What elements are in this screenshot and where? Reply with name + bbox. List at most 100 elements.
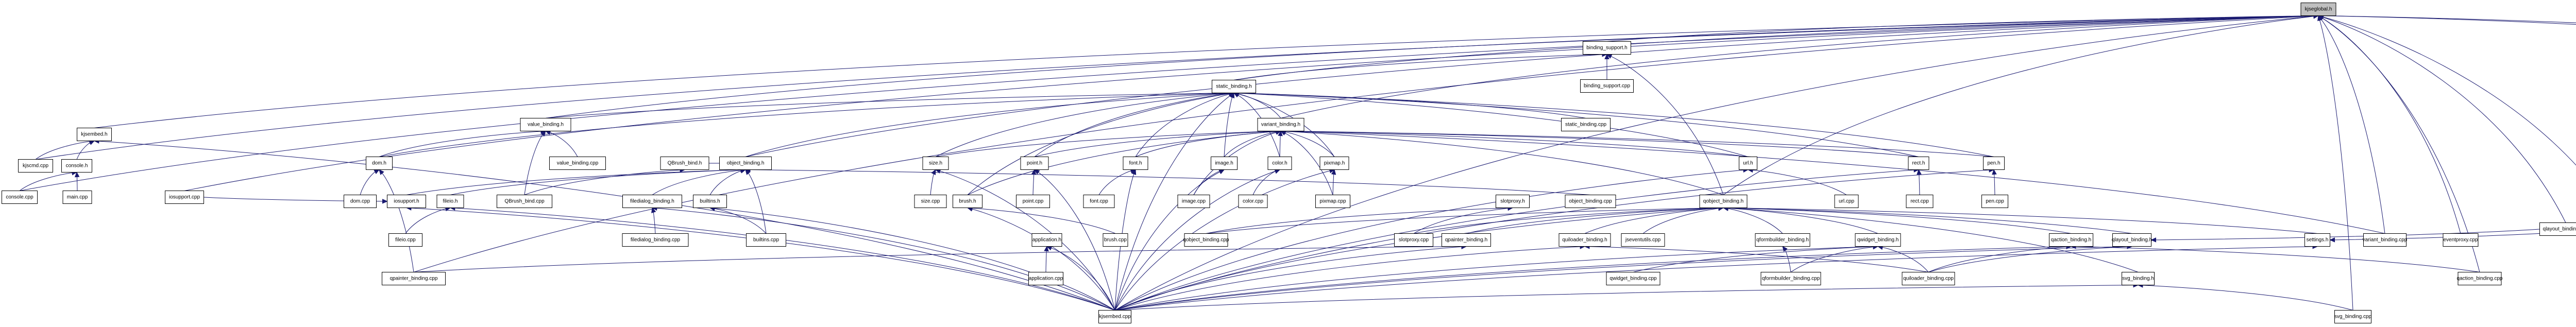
- node-qformbuilder-binding-h[interactable]: qformbuilder_binding.h: [1755, 233, 1810, 247]
- node-box: [1016, 195, 1050, 208]
- node-svg-binding-cpp[interactable]: svg_binding.cpp: [2334, 310, 2372, 323]
- node-color-cpp[interactable]: color.cpp: [1238, 195, 1268, 208]
- node-qlayout-binding-cpp[interactable]: qlayout_binding.cpp: [2539, 222, 2576, 236]
- node-qwidget-binding-cpp[interactable]: qwidget_binding.cpp: [1606, 272, 1660, 285]
- edge-kjsembed-cpp-to-svg-binding-h: [1114, 285, 2134, 311]
- node-qformbuilder-binding-cpp[interactable]: qformbuilder_binding.cpp: [1760, 272, 1821, 285]
- node-dom-cpp[interactable]: dom.cpp: [344, 195, 377, 208]
- node-image-cpp[interactable]: image.cpp: [1177, 195, 1210, 208]
- node-brush-h[interactable]: brush.h: [953, 195, 982, 208]
- node-qobject-binding-cpp[interactable]: qobject_binding.cpp: [1183, 233, 1229, 247]
- node-qaction-binding-h[interactable]: qaction_binding.h: [2049, 233, 2093, 247]
- node-qwidget-binding-h[interactable]: qwidget_binding.h: [1855, 233, 1901, 247]
- node-object-binding-h[interactable]: object_binding.h: [719, 157, 772, 170]
- edge-kjscmd-cpp-to-kjsembed-h: [35, 141, 90, 160]
- edge-qpainter-binding-cpp-to-kjseglobal-h: [413, 15, 2314, 272]
- edge-console-cpp-to-kjseglobal-h: [19, 15, 2314, 191]
- node-slotproxy-cpp[interactable]: slotproxy.cpp: [1394, 233, 1433, 247]
- node-eventproxy-cpp[interactable]: eventproxy.cpp: [2443, 233, 2479, 247]
- node-pixmap-h[interactable]: pixmap.h: [1319, 157, 1349, 170]
- node-static-binding-cpp[interactable]: static_binding.cpp: [1561, 118, 1611, 131]
- edge-qbrush-bind-cpp-to-qbrush-bind-h: [524, 169, 681, 195]
- node-url-cpp[interactable]: url.cpp: [1834, 195, 1859, 208]
- node-builtins-h[interactable]: builtins.h: [693, 195, 727, 208]
- node-application-h[interactable]: application.h: [1031, 233, 1062, 247]
- node-font-h[interactable]: font.h: [1123, 157, 1148, 170]
- node-kjsembed-h[interactable]: kjsembed.h: [77, 128, 112, 141]
- node-pixmap-cpp[interactable]: pixmap.cpp: [1315, 195, 1350, 208]
- node-builtins-cpp[interactable]: builtins.cpp: [746, 233, 786, 247]
- node-font-cpp[interactable]: font.cpp: [1083, 195, 1115, 208]
- node-dom-h[interactable]: dom.h: [366, 157, 393, 170]
- arrowhead-icon: [74, 171, 80, 178]
- node-qbrush-bind-h[interactable]: QBrush_bind.h: [660, 157, 709, 170]
- node-console-cpp[interactable]: console.cpp: [2, 191, 38, 204]
- node-main-cpp[interactable]: main.cpp: [62, 191, 92, 204]
- node-kjsembed-cpp[interactable]: kjsembed.cpp: [1098, 310, 1131, 323]
- node-brush-cpp[interactable]: brush.cpp: [1103, 233, 1128, 247]
- node-size-cpp[interactable]: size.cpp: [914, 195, 947, 208]
- node-rect-cpp[interactable]: rect.cpp: [1906, 195, 1934, 208]
- node-console-h[interactable]: console.h: [61, 159, 92, 173]
- node-kjscmd-cpp[interactable]: kjscmd.cpp: [18, 159, 53, 173]
- node-object-binding-cpp[interactable]: object_binding.cpp: [1565, 195, 1616, 208]
- edge-qformbuilder-binding-h-to-qobject-binding-h: [1727, 208, 1783, 234]
- node-label: filedialog_binding.cpp: [631, 237, 681, 243]
- node-iosupport-cpp[interactable]: iosupport.cpp: [165, 191, 204, 204]
- edge-font-h-to-static-binding-h: [1135, 94, 1230, 157]
- node-box: [2539, 222, 2576, 236]
- node-qpainter-binding-h[interactable]: qpainter_binding.h: [1442, 233, 1491, 247]
- node-qpainter-binding-cpp[interactable]: qpainter_binding.cpp: [382, 272, 446, 285]
- node-label: variant_binding.h: [1261, 122, 1300, 128]
- node-variant-binding-h[interactable]: variant_binding.h: [1257, 118, 1304, 131]
- edge-fileio-h-to-object-binding-h: [450, 169, 741, 195]
- node-value-binding-cpp[interactable]: value_binding.cpp: [549, 157, 606, 170]
- node-box: [1031, 233, 1062, 247]
- node-qobject-binding-h[interactable]: qobject_binding.h: [1699, 195, 1748, 208]
- node-point-h[interactable]: point.h: [1020, 157, 1049, 170]
- node-label: rect.h: [1912, 161, 1925, 166]
- node-box: [549, 157, 606, 170]
- node-filedialog-binding-h[interactable]: filedialog_binding.h: [622, 195, 682, 208]
- node-label: builtins.cpp: [753, 237, 779, 243]
- node-box: [953, 195, 982, 208]
- node-quiloader-binding-h[interactable]: quiloader_binding.h: [1558, 233, 1611, 247]
- edge-value-binding-h-to-kjseglobal-h: [545, 15, 2314, 118]
- node-binding-support-cpp[interactable]: binding_support.cpp: [1580, 79, 1634, 93]
- edge-binding-support-h-to-kjseglobal-h: [1606, 15, 2314, 42]
- node-fileio-cpp[interactable]: fileio.cpp: [388, 233, 422, 247]
- node-label: dom.h: [372, 161, 386, 166]
- node-box: [2, 191, 38, 204]
- node-qlayout-binding-h[interactable]: qlayout_binding.h: [2112, 233, 2152, 247]
- node-qaction-binding-cpp[interactable]: qaction_binding.cpp: [2457, 272, 2503, 285]
- node-binding-support-h[interactable]: binding_support.h: [1583, 41, 1631, 55]
- node-quiloader-binding-cpp[interactable]: quiloader_binding.cpp: [1902, 272, 1955, 285]
- node-size-h[interactable]: size.h: [922, 157, 949, 170]
- node-pen-cpp[interactable]: pen.cpp: [1981, 195, 2008, 208]
- node-jseventutils-cpp[interactable]: jseventutils.cpp: [1621, 233, 1665, 247]
- node-color-h[interactable]: color.h: [1267, 157, 1292, 170]
- node-rect-h[interactable]: rect.h: [1908, 157, 1929, 170]
- node-filedialog-binding-cpp[interactable]: filedialog_binding.cpp: [622, 233, 689, 247]
- node-image-h[interactable]: image.h: [1211, 157, 1238, 170]
- node-application-cpp[interactable]: application.cpp: [1028, 272, 1063, 285]
- node-point-cpp[interactable]: point.cpp: [1016, 195, 1050, 208]
- node-label: point.h: [1027, 161, 1042, 166]
- edge-kjsembed-cpp-to-url-h: [1114, 169, 1744, 311]
- node-settings-h[interactable]: settings.h: [2304, 233, 2330, 247]
- node-url-h[interactable]: url.h: [1739, 157, 1757, 170]
- node-box: [1906, 195, 1934, 208]
- node-variant-binding-cpp[interactable]: variant_binding.cpp: [2363, 233, 2408, 247]
- node-iosupport-h[interactable]: iosupport.h: [387, 195, 426, 208]
- node-box: [61, 159, 92, 173]
- node-pen-h[interactable]: pen.h: [1983, 157, 2005, 170]
- node-kjseglobal-h[interactable]: kjseglobal.h: [2300, 3, 2336, 16]
- edge-filedialog-binding-h-to-object-binding-h: [652, 169, 741, 195]
- node-value-binding-h[interactable]: value_binding.h: [520, 118, 571, 131]
- node-label: slotproxy.cpp: [1399, 237, 1429, 243]
- node-slotproxy-h[interactable]: slotproxy.h: [1496, 195, 1530, 208]
- node-qbrush-bind-cpp[interactable]: QBrush_bind.cpp: [497, 195, 552, 208]
- node-static-binding-h[interactable]: static_binding.h: [1212, 80, 1256, 93]
- node-fileio-h[interactable]: fileio.h: [436, 195, 464, 208]
- node-svg-binding-h[interactable]: svg_binding.h: [2122, 272, 2155, 285]
